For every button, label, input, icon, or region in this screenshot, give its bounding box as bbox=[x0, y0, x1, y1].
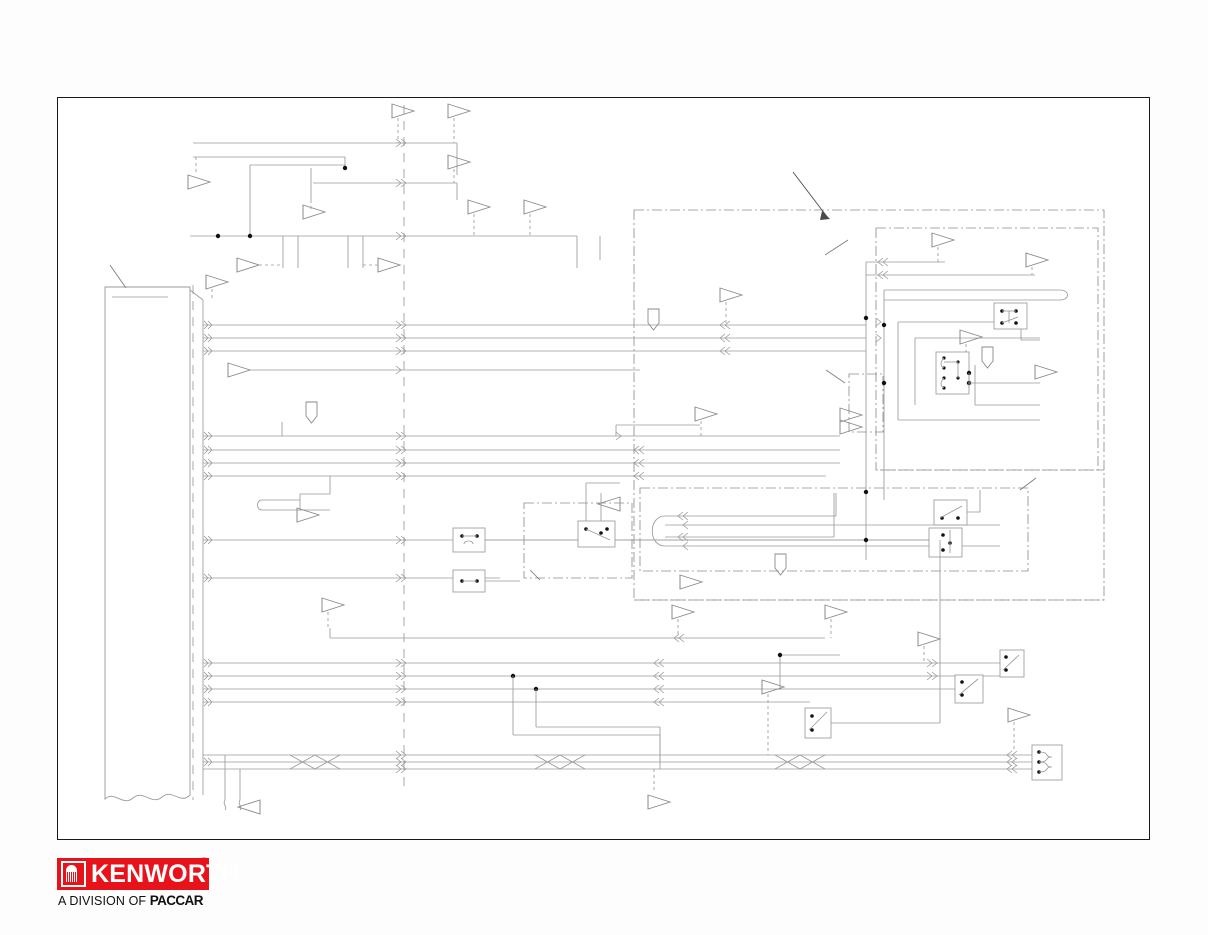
zone-boundary bbox=[523, 209, 1105, 601]
lower-harness bbox=[203, 628, 1032, 811]
kenworth-logo: KENWORTH ® A DIVISION OF PACCAR bbox=[57, 856, 240, 913]
flag-symbol bbox=[824, 604, 848, 620]
switch-box bbox=[804, 707, 832, 739]
flag-symbol bbox=[1034, 364, 1058, 380]
flag-symbol bbox=[321, 597, 345, 613]
logo-wordmark: KENWORTH bbox=[91, 860, 240, 888]
flag-symbol bbox=[1007, 707, 1031, 723]
flag-symbol bbox=[523, 199, 547, 215]
switch-box bbox=[954, 674, 984, 704]
flag-symbol bbox=[237, 799, 261, 815]
drawing-frame-border bbox=[57, 97, 1150, 840]
top-harness-group bbox=[190, 142, 601, 268]
ground-symbol bbox=[774, 553, 787, 576]
flag-symbol bbox=[679, 574, 703, 590]
tagline-brand: PACCAR bbox=[149, 893, 204, 908]
multi-pin-connector bbox=[935, 351, 970, 395]
switch-box bbox=[999, 649, 1025, 678]
kenworth-bug-icon bbox=[61, 861, 86, 887]
harness-break-line bbox=[192, 105, 405, 800]
loopback-harness bbox=[257, 476, 331, 511]
logo-red-bar: KENWORTH bbox=[57, 858, 240, 890]
flag-symbol bbox=[377, 257, 401, 273]
switch-box bbox=[928, 527, 963, 558]
wire-direction-marker bbox=[203, 138, 1018, 774]
flag-symbol bbox=[959, 329, 983, 345]
flag-symbol bbox=[1025, 252, 1049, 268]
switch-box bbox=[933, 499, 968, 526]
relay-box bbox=[993, 302, 1028, 330]
flag-symbol bbox=[236, 257, 260, 273]
main-connector-block bbox=[104, 264, 204, 802]
twisted-pair bbox=[289, 754, 826, 770]
ground-symbol bbox=[981, 346, 994, 369]
flag-symbol bbox=[227, 362, 251, 378]
flag-symbol bbox=[761, 679, 785, 695]
ground-symbol bbox=[305, 401, 318, 424]
flag-symbol bbox=[917, 631, 941, 647]
flag-symbol bbox=[205, 274, 229, 290]
flag-symbol bbox=[719, 287, 743, 303]
ground-symbol bbox=[647, 308, 660, 331]
splice-resistor-box bbox=[1031, 744, 1063, 781]
tagline-prefix: A DIVISION OF bbox=[58, 894, 150, 908]
flag-symbol bbox=[671, 604, 695, 620]
switch-box bbox=[577, 520, 616, 548]
logo-tagline: A DIVISION OF PACCAR bbox=[58, 893, 203, 908]
right-upper-harness bbox=[863, 261, 1068, 560]
flag-symbol bbox=[467, 199, 491, 215]
flag-symbol bbox=[931, 232, 955, 248]
flag-symbol bbox=[391, 103, 415, 119]
flag-symbol bbox=[447, 103, 471, 119]
flag-symbol bbox=[447, 154, 471, 170]
flag-symbol bbox=[839, 407, 863, 423]
flag-symbol bbox=[694, 406, 718, 422]
flag-symbol bbox=[647, 794, 671, 810]
registered-mark: ® bbox=[201, 856, 207, 865]
switch-box bbox=[452, 569, 486, 593]
flag-symbol bbox=[302, 204, 326, 220]
flag-symbol bbox=[187, 174, 211, 190]
switch-box bbox=[452, 527, 486, 553]
